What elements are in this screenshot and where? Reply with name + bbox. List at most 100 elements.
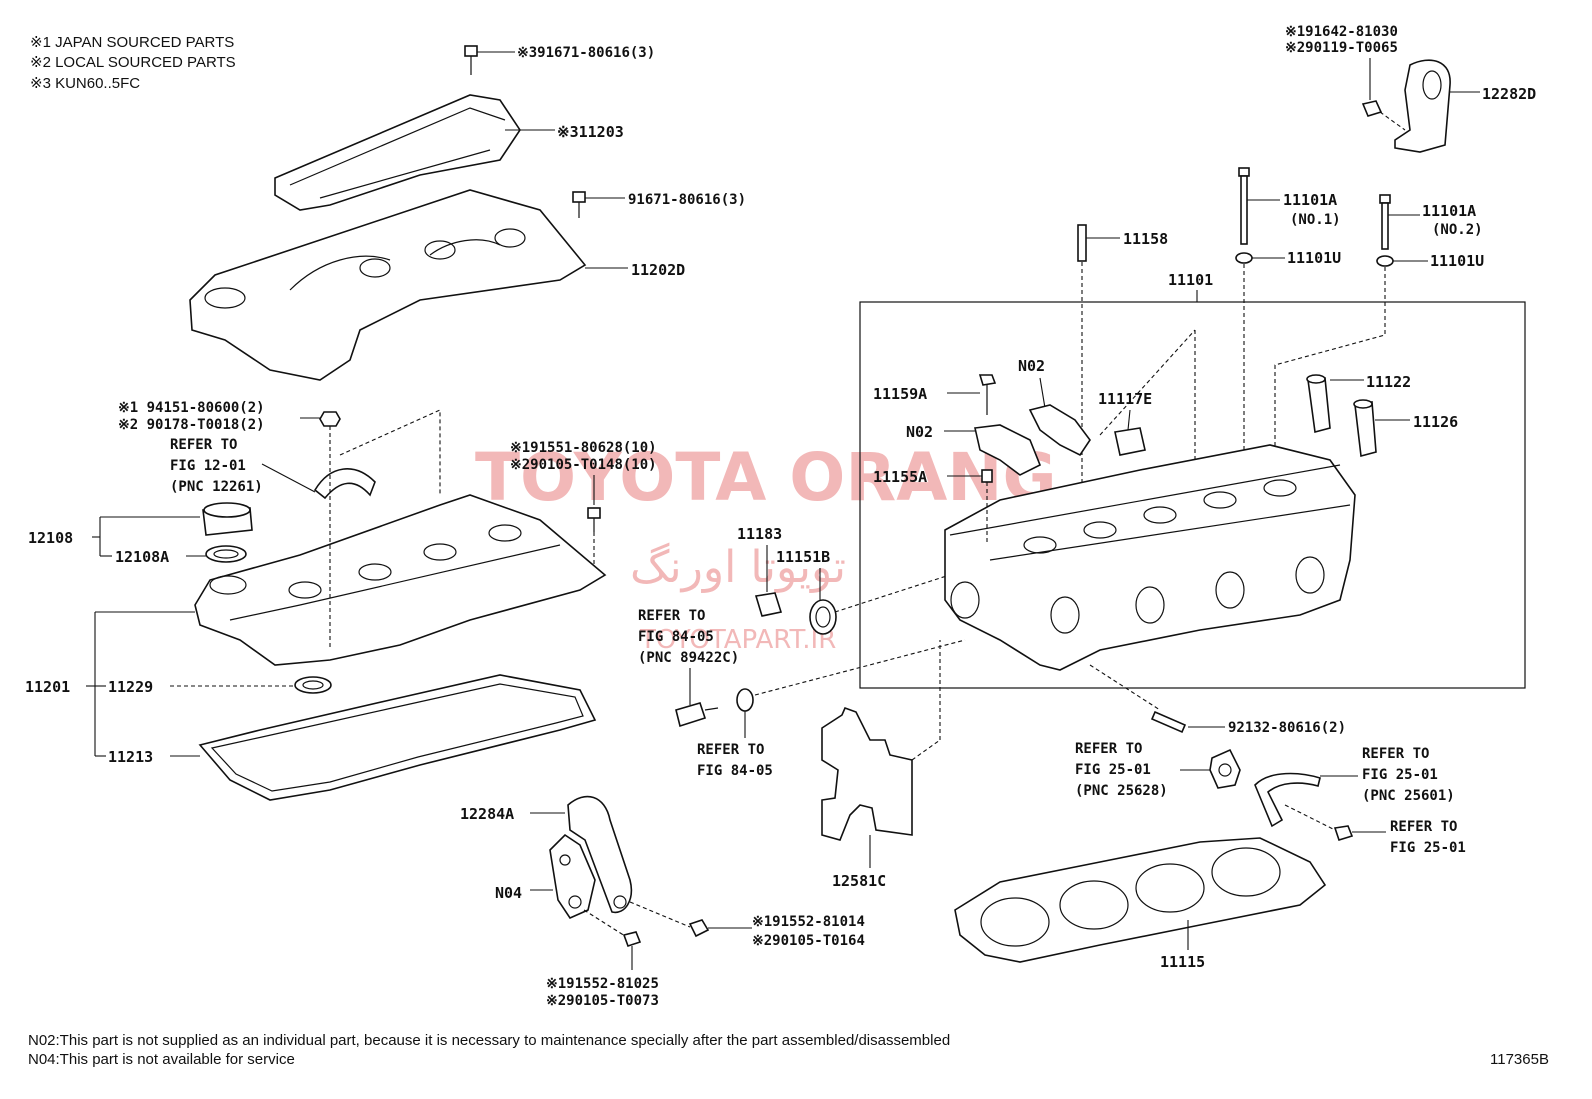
bolt-91552-81014[interactable] [688, 919, 710, 938]
callout-12581C: 12581C [832, 872, 886, 890]
callout-94151: ※1 94151-80600(2) [118, 400, 265, 416]
bolt-11159A[interactable] [978, 374, 997, 415]
callout-92132-80616-2: 92132-80616(2) [1228, 720, 1346, 736]
gasket-12108A[interactable] [205, 545, 247, 563]
callout-11213: 11213 [108, 748, 153, 766]
note-N02: N02:This part is not supplied as an indi… [28, 1032, 950, 1049]
pin-11155A[interactable] [981, 469, 993, 483]
bolt-91551[interactable] [587, 507, 601, 532]
callout-N02-a: N02 [1018, 357, 1045, 375]
callout-N02-b: N02 [906, 423, 933, 441]
callout-12108: 12108 [28, 529, 73, 547]
callout-11155A: 11155A [873, 468, 927, 486]
refer-12-01-line1: REFER TO [170, 437, 237, 453]
stud-92132[interactable] [1150, 710, 1187, 734]
watermark-persian: تویوتا اورنگ [630, 542, 846, 593]
refer-12-01-line2: FIG 12-01 [170, 458, 246, 474]
pipe-25601[interactable] [1254, 772, 1321, 828]
oil-filler-cap-12108[interactable] [202, 502, 253, 536]
refer-12-01-line3: (PNC 12261) [170, 479, 263, 495]
plug-11117E[interactable] [1114, 427, 1146, 456]
callout-91551: ※191551-80628(10) [510, 440, 657, 456]
engine-hanger-12284A[interactable] [567, 795, 632, 914]
head-bolt-11101A-no2[interactable] [1379, 194, 1391, 250]
gasket-25628[interactable] [1209, 748, 1241, 789]
callout-11126: 11126 [1413, 413, 1458, 431]
refer-84-05-line2: FIG 84-05 [638, 629, 714, 645]
callout-11229: 11229 [108, 678, 153, 696]
refer-25-01c-line1: REFER TO [1390, 819, 1457, 835]
callout-no2: (NO.2) [1432, 222, 1483, 238]
bolt-91671-top[interactable] [464, 45, 478, 75]
bolt-91642[interactable] [1361, 100, 1383, 117]
callout-11101A-no2: 11101A [1422, 202, 1476, 220]
callout-11122: 11122 [1366, 373, 1411, 391]
callout-91671-80616-3-top: ※391671-80616(3) [517, 45, 655, 61]
callout-no1: (NO.1) [1290, 212, 1341, 228]
bracket-N04[interactable] [549, 833, 596, 920]
callout-11201: 11201 [25, 678, 70, 696]
bolt-91552-81025[interactable] [622, 931, 642, 948]
note-local-sourced: ※2 LOCAL SOURCED PARTS [30, 54, 236, 71]
callout-11151B: 11151B [776, 548, 830, 566]
callout-90119-T0065: ※290119-T0065 [1285, 40, 1398, 56]
note-model-range: ※3 KUN60..5FC [30, 75, 140, 92]
callout-11101A-no1: 11101A [1283, 191, 1337, 209]
bolt-91671-mid[interactable] [572, 191, 586, 218]
callout-11101: 11101 [1168, 271, 1213, 289]
timing-cover-12581C[interactable] [821, 706, 913, 841]
callout-91552-81025: ※191552-81025 [546, 976, 659, 992]
callout-90178: ※2 90178-T0018(2) [118, 417, 265, 433]
valve-guide-11122[interactable] [1306, 374, 1331, 434]
refer-25-01b-line3: (PNC 25601) [1362, 788, 1455, 804]
refer-84-05b-line1: REFER TO [697, 742, 764, 758]
figure-id: 117365B [1490, 1051, 1549, 1068]
gasket-sensor[interactable] [736, 688, 754, 712]
cylinder-head-cover-11201[interactable] [194, 494, 607, 666]
valve-guide-11126[interactable] [1353, 399, 1377, 458]
plug-11183[interactable] [754, 592, 783, 617]
callout-90105-T0148: ※290105-T0148(10) [510, 457, 657, 473]
callout-12108A: 12108A [115, 548, 169, 566]
washer-11101U-1[interactable] [1235, 252, 1253, 264]
cylinder-head-11101[interactable] [944, 444, 1356, 671]
refer-84-05-line3: (PNC 89422C) [638, 650, 739, 666]
stud-11158[interactable] [1077, 224, 1087, 262]
engine-cover-11202D[interactable] [189, 189, 587, 381]
callout-11159A: 11159A [873, 385, 927, 403]
cylinder-head-assembly-frame [859, 301, 1526, 689]
callout-11203: ※311203 [557, 123, 624, 141]
refer-84-05-line1: REFER TO [638, 608, 705, 624]
cap-N02-b[interactable] [974, 424, 1042, 476]
seal-11229[interactable] [294, 676, 332, 694]
callout-11183: 11183 [737, 525, 782, 543]
callout-11158: 11158 [1123, 230, 1168, 248]
callout-11117E: 11117E [1098, 390, 1152, 408]
callout-N04: N04 [495, 884, 522, 902]
washer-11101U-2[interactable] [1376, 255, 1394, 267]
watermark-brand: TOYOTA ORANG [475, 439, 1057, 516]
refer-25-01a-line1: REFER TO [1075, 741, 1142, 757]
refer-25-01b-line1: REFER TO [1362, 746, 1429, 762]
note-japan-sourced: ※1 JAPAN SOURCED PARTS [30, 34, 234, 51]
callout-90105-T0073: ※290105-T0073 [546, 993, 659, 1009]
engine-cover-upper-11203[interactable] [274, 94, 521, 211]
refer-25-01a-line3: (PNC 25628) [1075, 783, 1168, 799]
head-gasket-11115[interactable] [954, 837, 1327, 963]
note-N04: N04:This part is not available for servi… [28, 1051, 295, 1068]
seal-11151B[interactable] [809, 599, 837, 635]
nut-25-01[interactable] [1333, 825, 1354, 841]
pcv-hose[interactable] [313, 468, 376, 500]
head-cover-gasket-11213[interactable] [198, 674, 597, 801]
head-bolt-11101A-no1[interactable] [1238, 167, 1250, 245]
engine-hanger-12282D[interactable] [1394, 59, 1451, 153]
callout-11115: 11115 [1160, 953, 1205, 971]
watermark-site: TOYOTAPART.IR [639, 625, 836, 655]
water-temp-sensor[interactable] [675, 702, 719, 728]
bolt-94151[interactable] [319, 411, 341, 427]
callout-11101U-2: 11101U [1430, 252, 1484, 270]
cap-N02-a[interactable] [1028, 404, 1091, 457]
callout-91671-80616-3: 91671-80616(3) [628, 192, 746, 208]
callout-91642-81030: ※191642-81030 [1285, 24, 1398, 40]
